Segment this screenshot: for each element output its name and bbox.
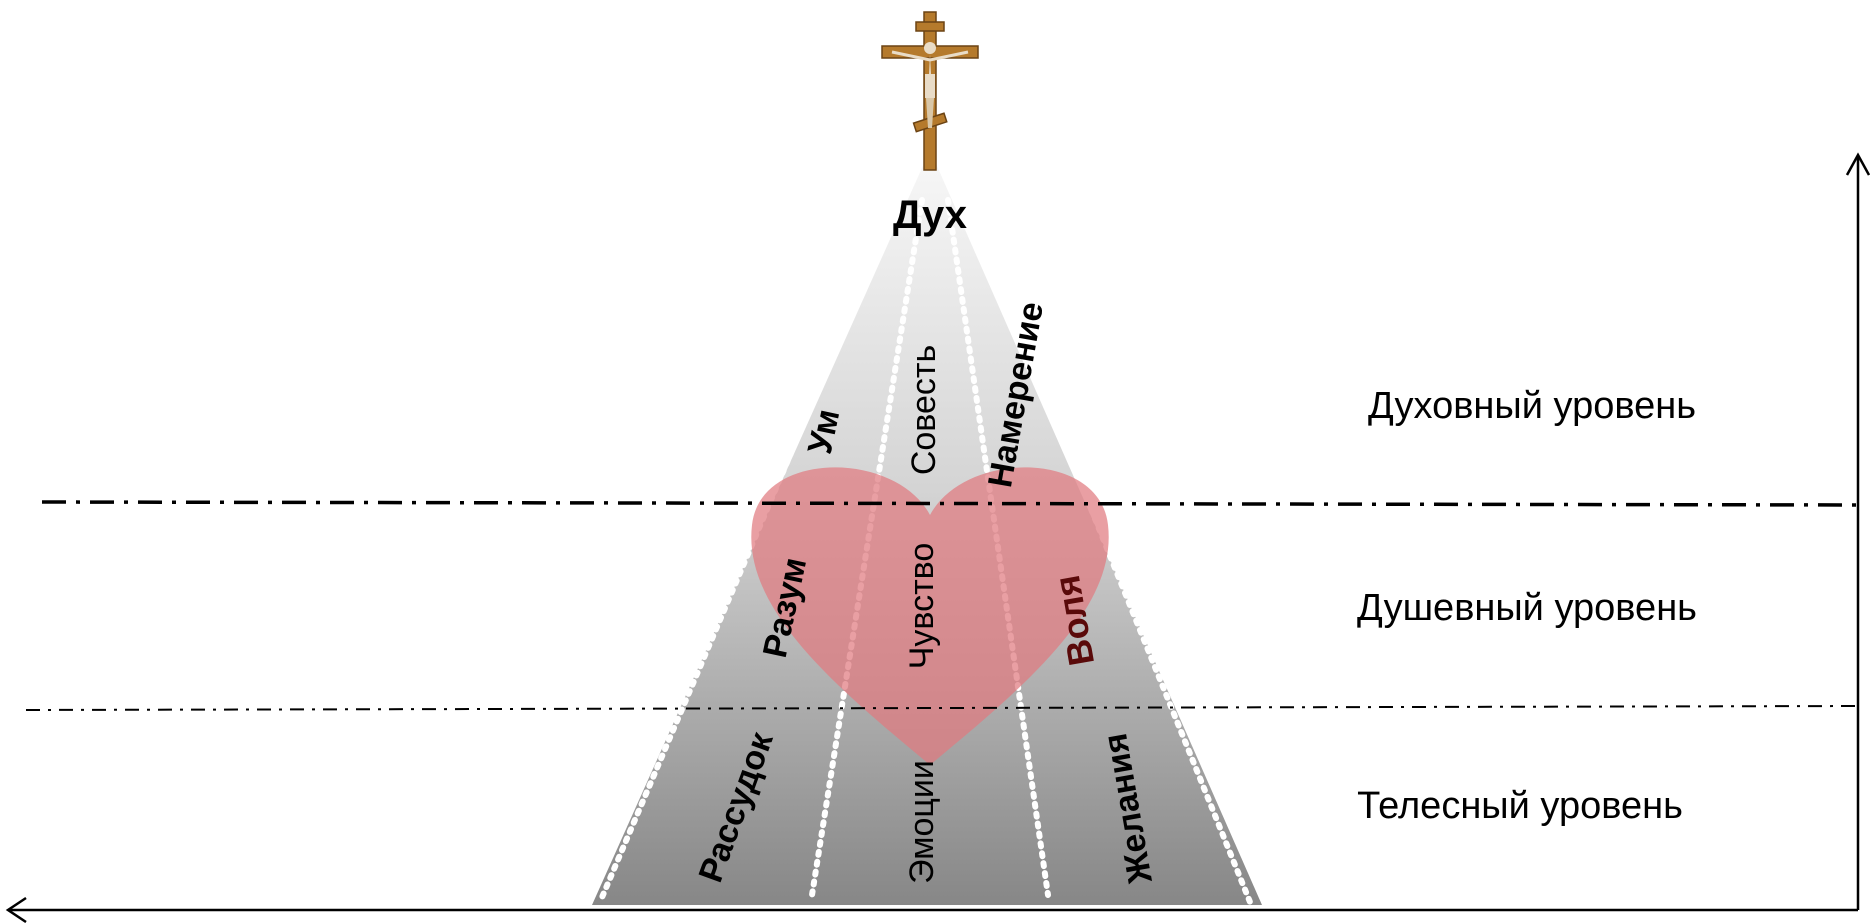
label-um: Ум [801,406,847,458]
level-label-soul: Душевный уровень [1357,587,1697,629]
level-label-spiritual: Духовный уровень [1368,385,1696,427]
level-label-body: Телесный уровень [1357,785,1683,827]
heart-shape [751,467,1109,765]
level-divider-upper [41,500,1861,507]
ray-line-outer-right [957,182,1253,905]
spirit-label: Дух [893,193,967,237]
label-chuvstvo: Чувство [903,543,941,670]
label-emotsii: Эмоции [903,760,941,884]
label-sovest: Совесть [905,345,943,475]
horizontal-axis-arrowhead [5,896,27,923]
crucifix-icon [881,11,979,171]
vertical-axis-arrowhead [1845,152,1870,176]
level-divider-lower [25,705,1861,711]
